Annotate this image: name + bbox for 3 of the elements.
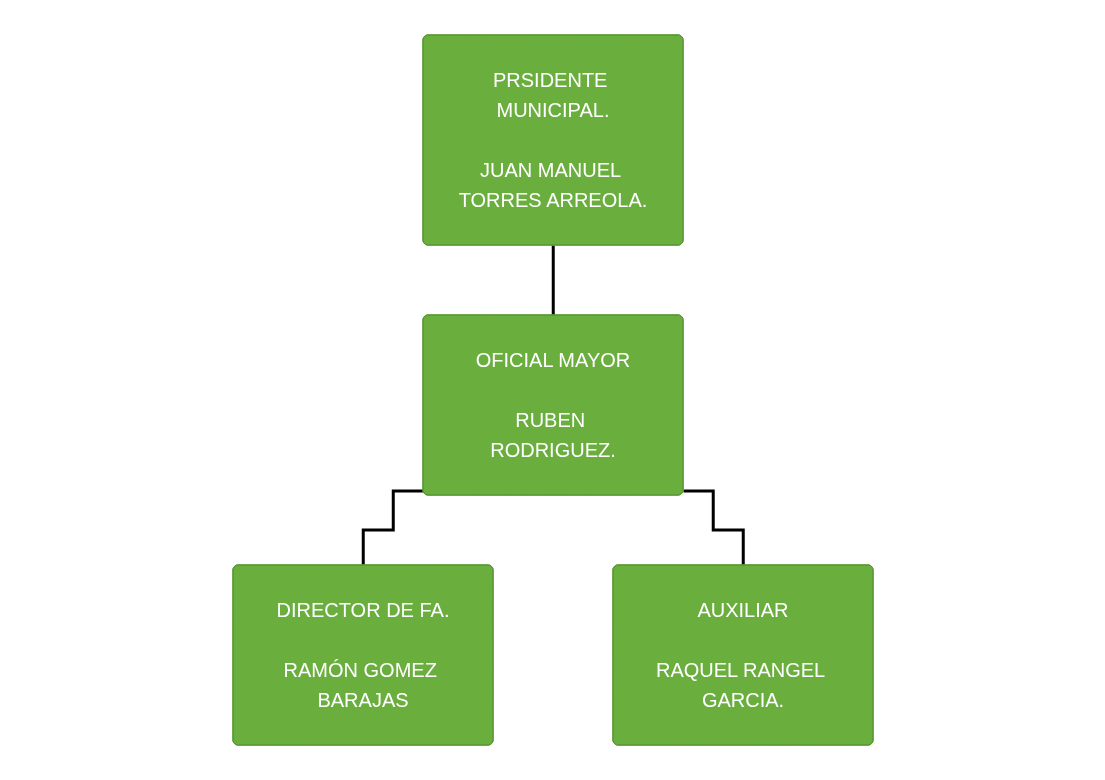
connector (682, 489, 745, 567)
connector (551, 244, 555, 317)
connector (361, 489, 424, 567)
